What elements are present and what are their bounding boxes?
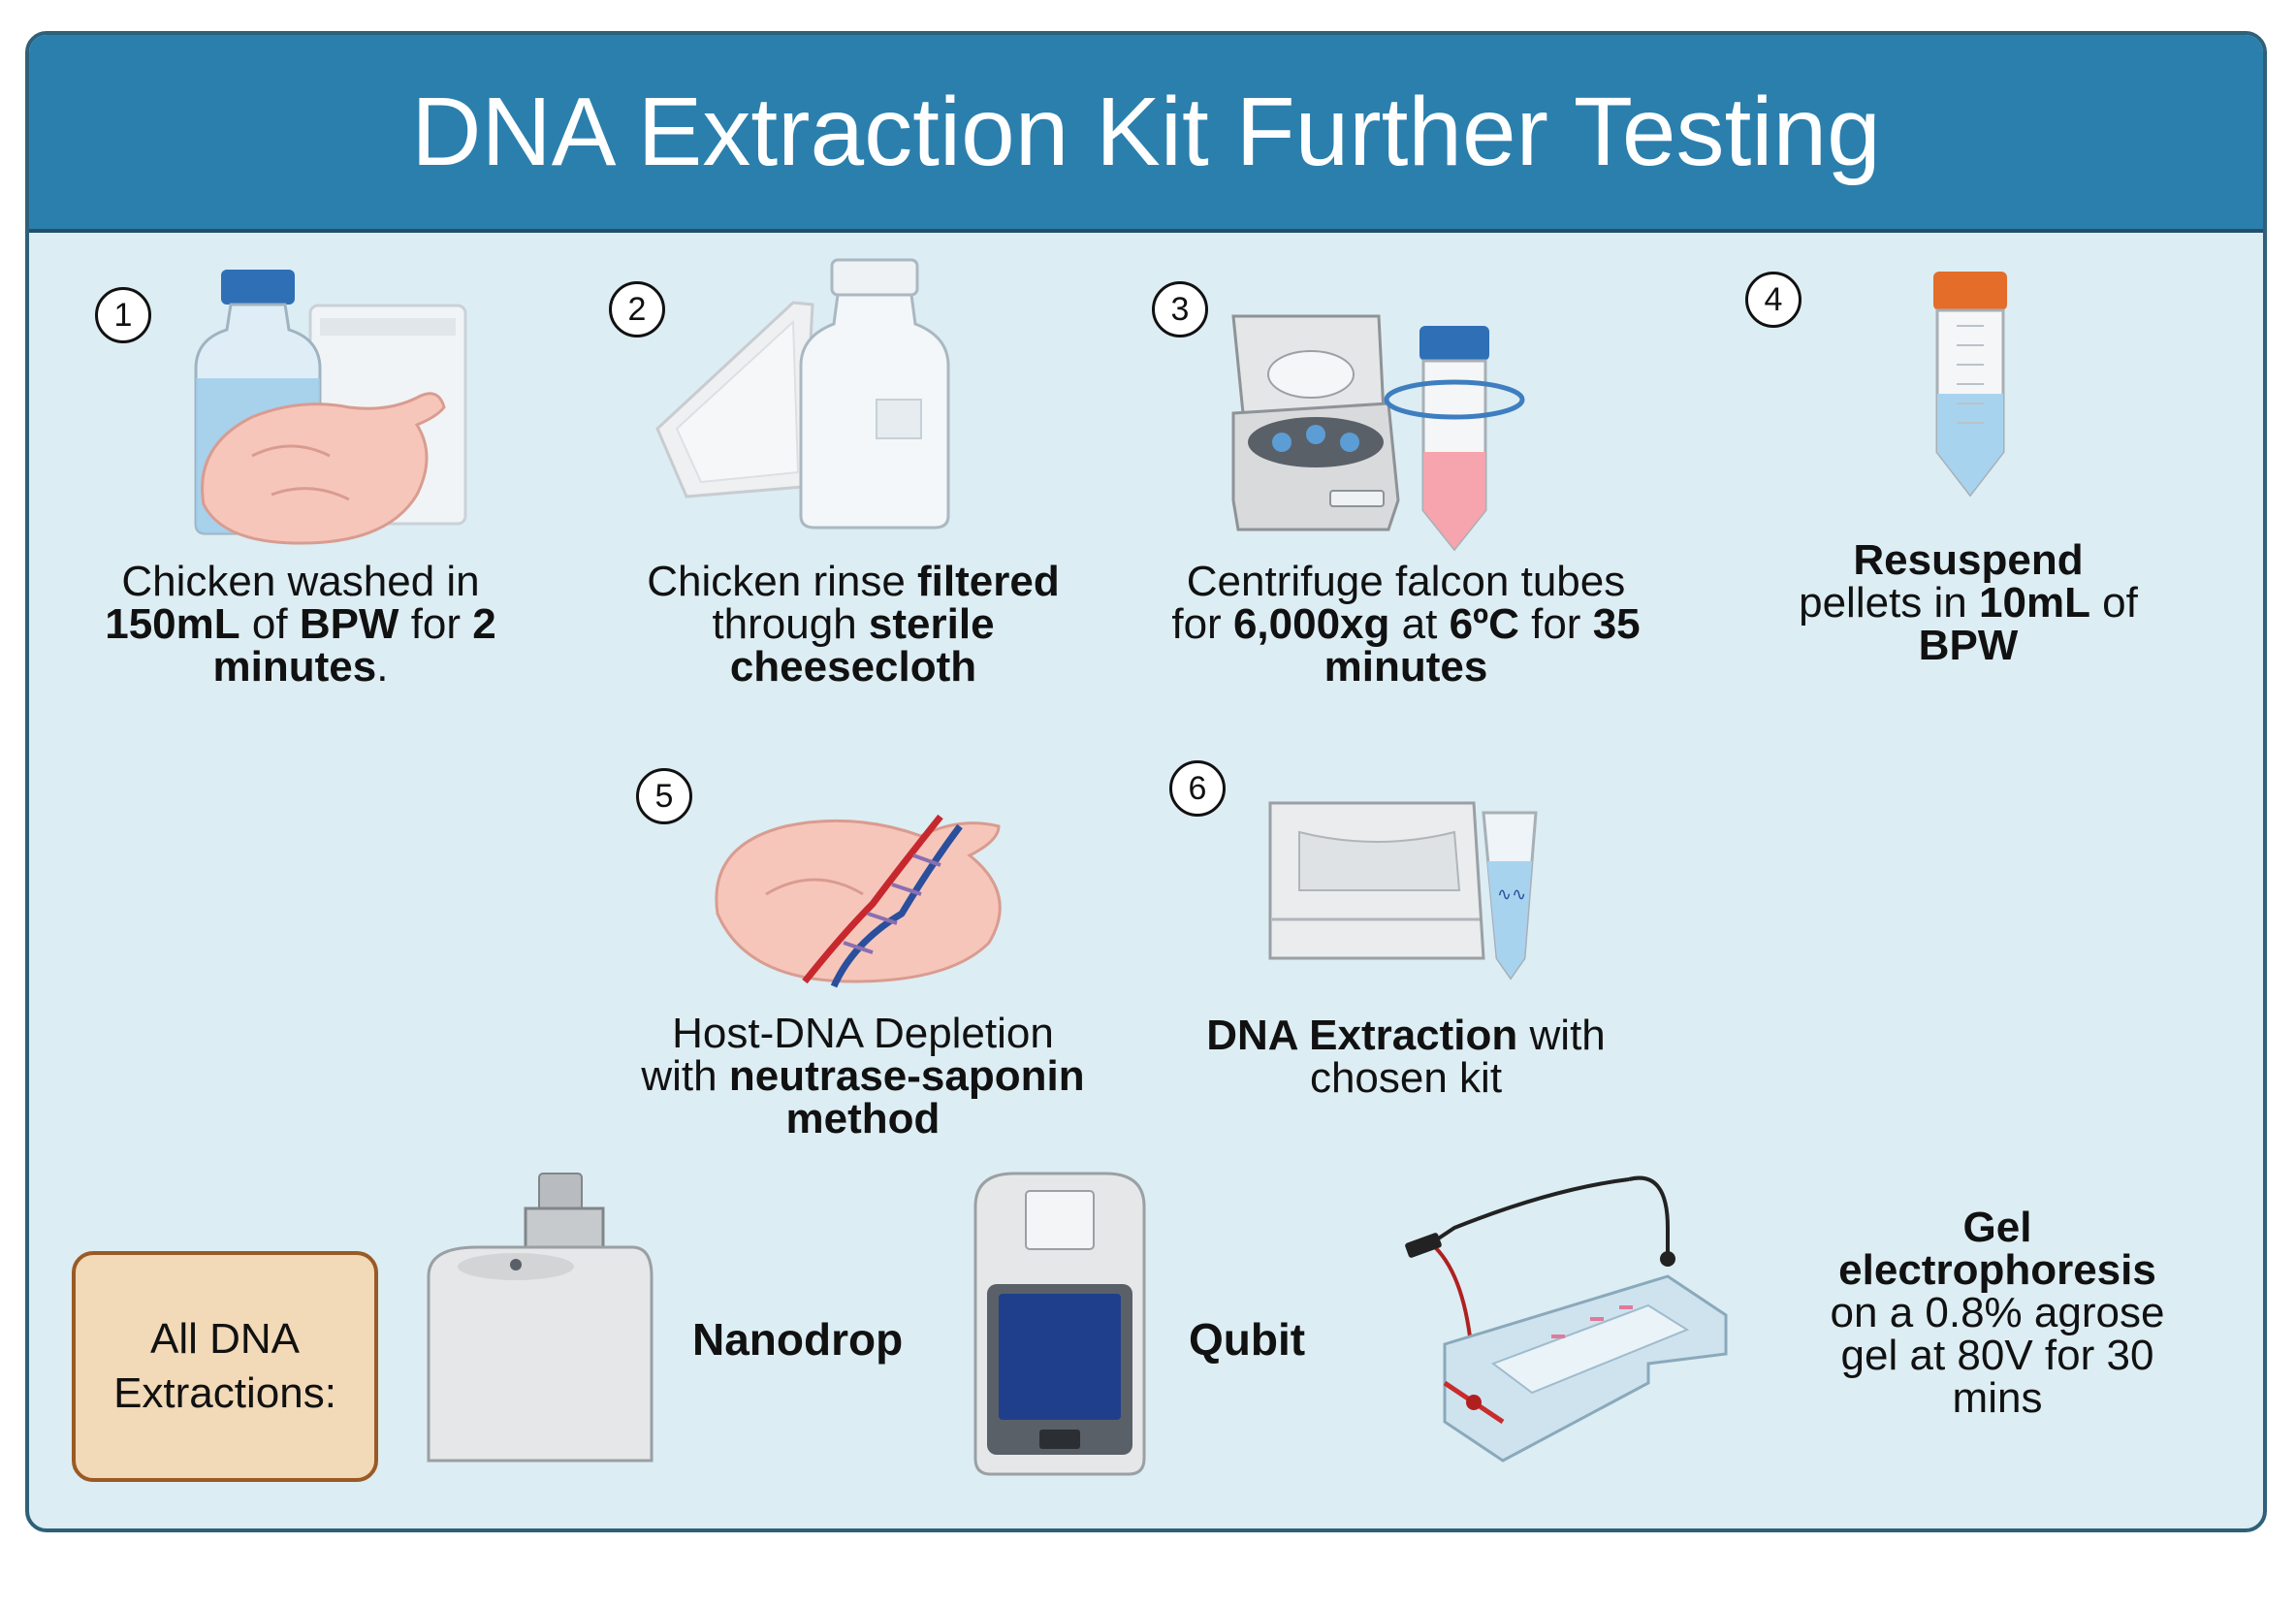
filter-illustration bbox=[655, 258, 950, 530]
nanodrop-illustration bbox=[427, 1173, 654, 1463]
chicken-wash-illustration bbox=[194, 270, 467, 545]
qubit-label: Qubit bbox=[1189, 1314, 1306, 1365]
step-4-number: 4 bbox=[1745, 272, 1802, 328]
nanodrop-label: Nanodrop bbox=[692, 1314, 904, 1365]
page-title: DNA Extraction Kit Further Testing bbox=[411, 77, 1881, 186]
svg-text:∿∿: ∿∿ bbox=[1497, 884, 1526, 905]
step-4-caption: Resuspend pellets in 10mL of BPW bbox=[1799, 536, 2138, 669]
step-3-number: 3 bbox=[1152, 281, 1208, 338]
step-2-caption: Chicken rinse filtered through sterile c… bbox=[647, 558, 1060, 691]
all-extractions-line2: Extractions: bbox=[113, 1369, 336, 1417]
step-2-number: 2 bbox=[609, 281, 665, 338]
step-1-number: 1 bbox=[95, 287, 151, 343]
gel-caption: Gel electrophoresis on a 0.8% agrose gel… bbox=[1830, 1204, 2165, 1422]
centrifuge-illustration bbox=[1231, 314, 1525, 552]
step-6-caption: DNA Extraction with chosen kit bbox=[1206, 1012, 1606, 1102]
all-extractions-box: All DNA Extractions: bbox=[72, 1251, 378, 1482]
step-5-number: 5 bbox=[636, 768, 692, 824]
step-3-caption: Centrifuge falcon tubes for 6,000xg at 6… bbox=[1171, 558, 1641, 691]
qubit-illustration bbox=[973, 1172, 1146, 1476]
all-extractions-line1: All DNA bbox=[149, 1315, 301, 1363]
step-6-number: 6 bbox=[1169, 760, 1226, 817]
header-bar: DNA Extraction Kit Further Testing bbox=[29, 35, 2263, 233]
step-5-caption: Host-DNA Depletion with neutrase-saponin… bbox=[641, 1010, 1085, 1142]
gel-electrophoresis-illustration bbox=[1405, 1175, 1728, 1463]
dna-extraction-illustration: ∿∿ bbox=[1268, 801, 1538, 981]
diagram-panel: DNA Extraction Kit Further Testing bbox=[25, 31, 2267, 1532]
step-1-caption: Chicken washed in 150mL of BPW for 2 min… bbox=[105, 558, 496, 691]
dna-depletion-illustration bbox=[715, 814, 1002, 988]
resuspend-tube-illustration bbox=[1933, 272, 2007, 498]
